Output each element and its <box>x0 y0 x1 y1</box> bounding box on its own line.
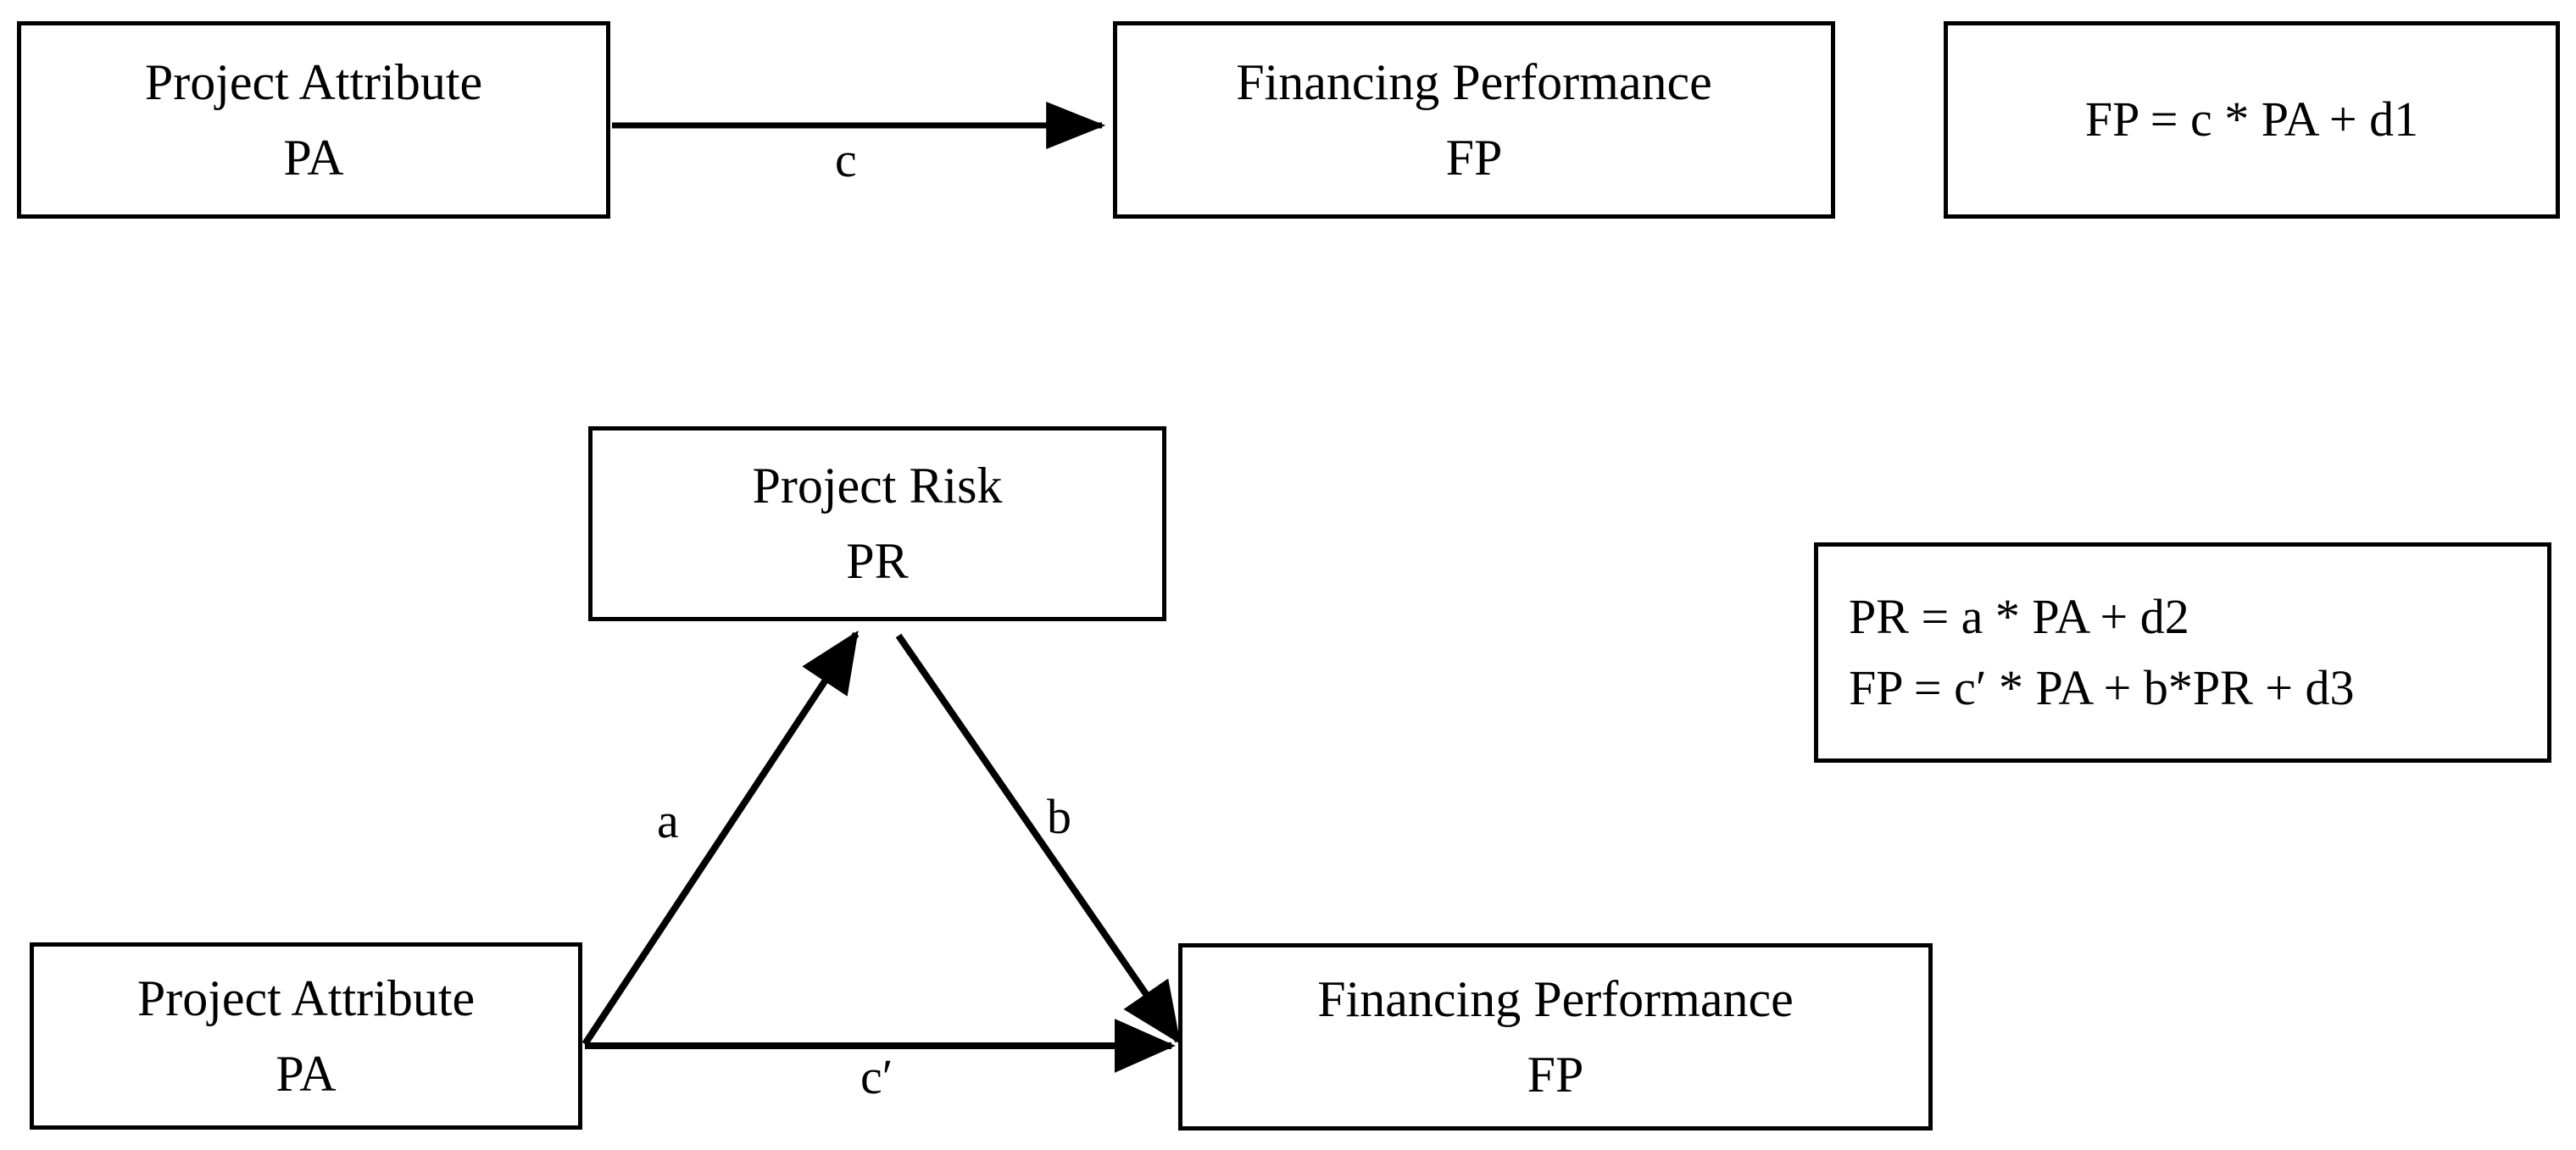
node-project-risk[interactable]: Project Risk PR <box>588 426 1166 621</box>
node-title: Financing Performance <box>1317 970 1794 1027</box>
formula-line: FP = c′ * PA + b*PR + d3 <box>1849 660 2355 715</box>
node-title: Project Attribute <box>144 53 483 110</box>
edge-label-c-prime: c′ <box>860 1049 893 1104</box>
node-abbreviation: PA <box>275 1045 337 1102</box>
formula-box-total-effect: FP = c * PA + d1 <box>1944 21 2560 219</box>
edge-label-c: c <box>835 132 857 187</box>
edge-a-arrow <box>581 630 860 1047</box>
formula-line: PR = a * PA + d2 <box>1849 588 2189 644</box>
edge-label-b: b <box>1047 789 1071 844</box>
formula-box-mediation: PR = a * PA + d2 FP = c′ * PA + b*PR + d… <box>1814 542 2551 763</box>
edge-label-a: a <box>657 793 679 848</box>
node-abbreviation: FP <box>1445 129 1503 186</box>
edge-b-arrow <box>895 633 1182 1044</box>
formula-line: FP = c * PA + d1 <box>2084 92 2419 147</box>
node-abbreviation: PR <box>846 533 909 589</box>
node-financing-performance-top[interactable]: Financing Performance FP <box>1113 21 1835 219</box>
node-title: Project Risk <box>752 458 1003 514</box>
node-project-attribute-top[interactable]: Project Attribute PA <box>17 21 610 219</box>
node-abbreviation: FP <box>1527 1046 1584 1103</box>
node-project-attribute-bottom[interactable]: Project Attribute PA <box>30 942 582 1130</box>
node-financing-performance-bottom[interactable]: Financing Performance FP <box>1178 943 1933 1131</box>
node-title: Project Attribute <box>136 969 476 1026</box>
node-title: Financing Performance <box>1236 53 1712 110</box>
node-abbreviation: PA <box>283 129 344 186</box>
